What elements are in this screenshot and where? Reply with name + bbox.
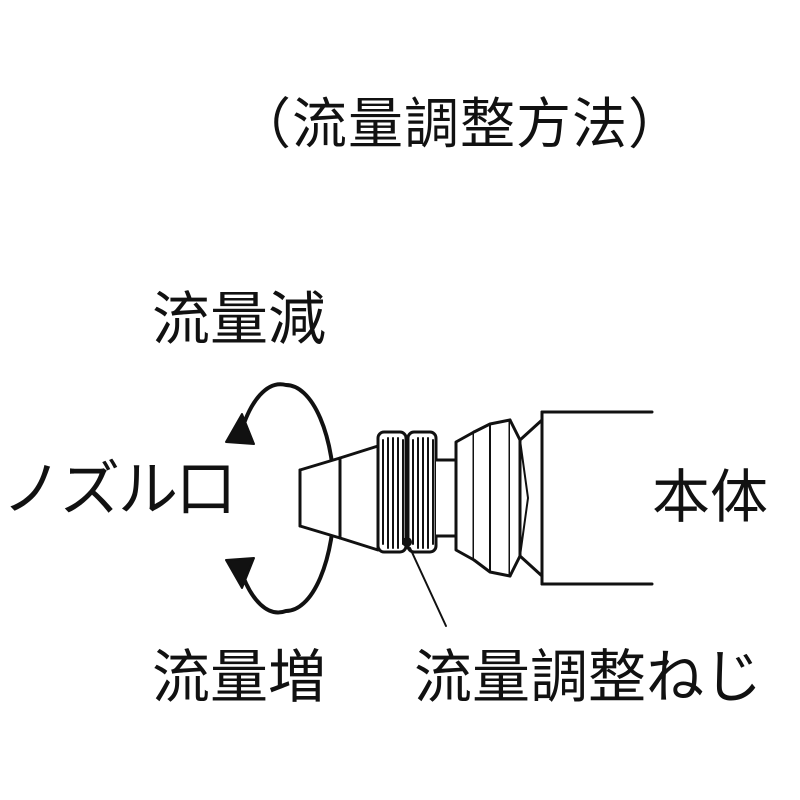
nozzle-port-label: ノズル口 [2,455,236,525]
body-label: 本体 [652,463,769,531]
hex-fitting [454,418,544,578]
adjust-screw-label: 流量調整ねじ [414,643,763,711]
leader-line [409,547,447,627]
nozzle-tip [298,456,342,540]
adjust-screw [376,430,458,554]
main-body [540,410,654,586]
arrowhead-increase [225,557,255,589]
nozzle-cone [338,444,380,552]
flow-increase-label: 流量増 [152,643,327,711]
flow-decrease-label: 流量減 [152,285,327,353]
arrowhead-decrease [225,413,255,445]
screw-marker [402,537,412,547]
page-title: （流量調整方法） [236,92,685,156]
